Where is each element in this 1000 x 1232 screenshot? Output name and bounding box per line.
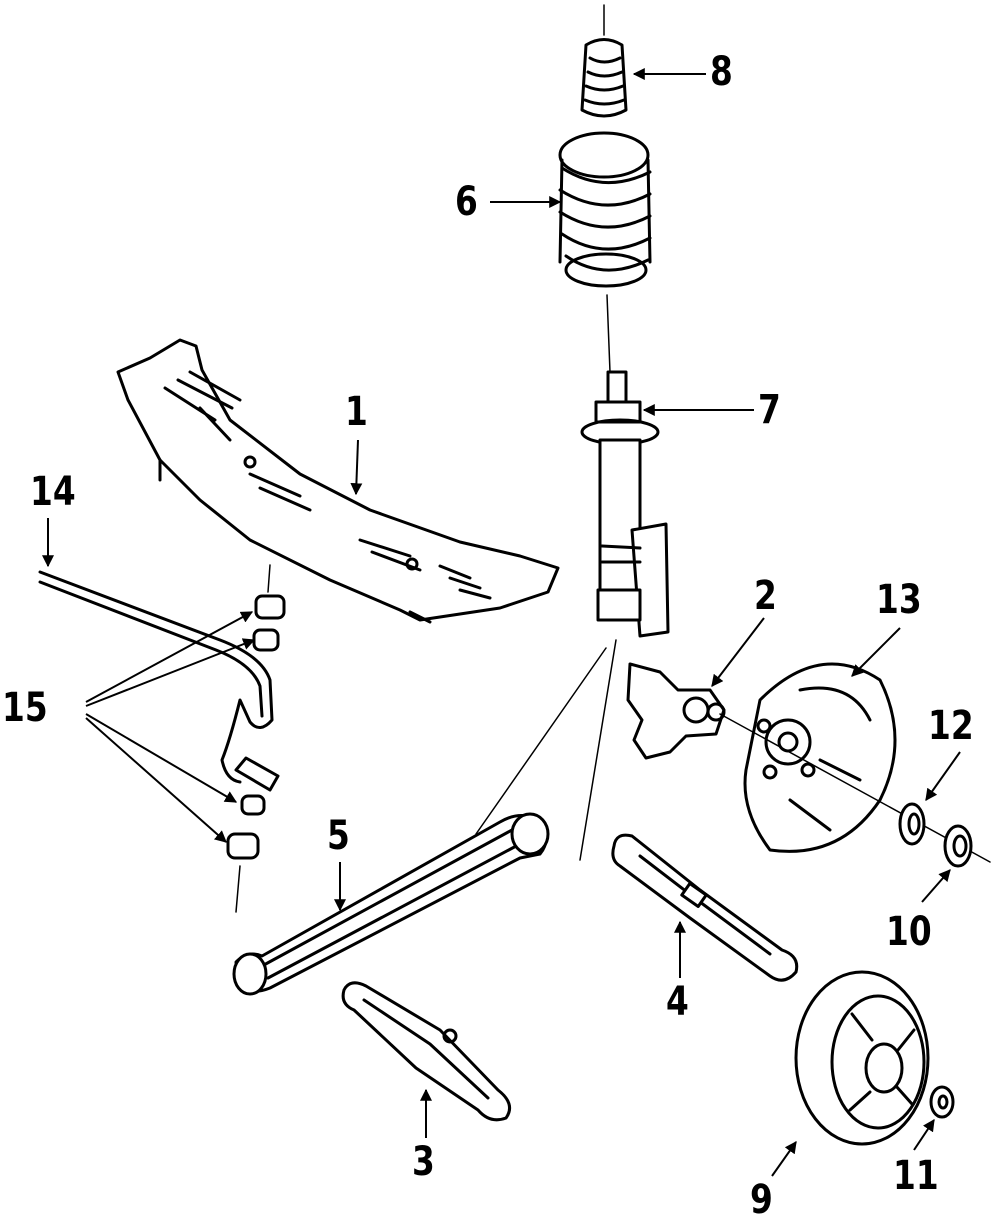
leader-15a — [85, 611, 254, 703]
leader-12 — [925, 751, 961, 801]
callout-14: 14 — [30, 469, 76, 515]
callout-6: 6 — [455, 179, 478, 225]
stabilizer-bar — [38, 570, 280, 792]
leader-15c — [85, 713, 238, 803]
hub-seal — [898, 802, 926, 846]
callout-12: 12 — [928, 703, 974, 749]
callout-11: 11 — [893, 1153, 939, 1199]
callout-13: 13 — [876, 577, 922, 623]
callout-1: 1 — [345, 389, 368, 435]
lateral-link — [611, 833, 799, 982]
leader-11 — [913, 1119, 935, 1151]
leader-13 — [851, 627, 901, 677]
callout-15: 15 — [2, 685, 48, 731]
backing-plate — [743, 662, 897, 853]
leader-15b — [85, 638, 256, 707]
callout-8: 8 — [710, 49, 733, 95]
callout-10: 10 — [886, 909, 932, 955]
leader-10 — [921, 869, 951, 903]
leader-2 — [711, 617, 765, 687]
strut-assembly — [580, 370, 670, 638]
callout-3: 3 — [412, 1139, 435, 1185]
brake-drum — [794, 970, 930, 1146]
callout-2: 2 — [754, 573, 777, 619]
axis-line-mid — [606, 294, 611, 373]
leader-9 — [771, 1141, 797, 1177]
crossmember — [116, 338, 560, 624]
lower-control-arm — [341, 981, 512, 1122]
trailing-arm — [232, 812, 550, 996]
leader-1 — [350, 439, 363, 496]
callout-5: 5 — [327, 813, 350, 859]
knuckle — [626, 662, 726, 760]
jounce-bumper — [580, 38, 628, 118]
leader-15d — [85, 717, 227, 843]
coil-spring — [558, 131, 652, 288]
stabilizer-bushings — [226, 564, 286, 913]
callout-4: 4 — [666, 979, 689, 1025]
callout-9: 9 — [750, 1177, 773, 1223]
hub-bearing — [943, 824, 973, 868]
hub-nut — [929, 1085, 955, 1119]
leader-trailing-arm-strut — [475, 639, 617, 861]
callout-7: 7 — [758, 387, 781, 433]
